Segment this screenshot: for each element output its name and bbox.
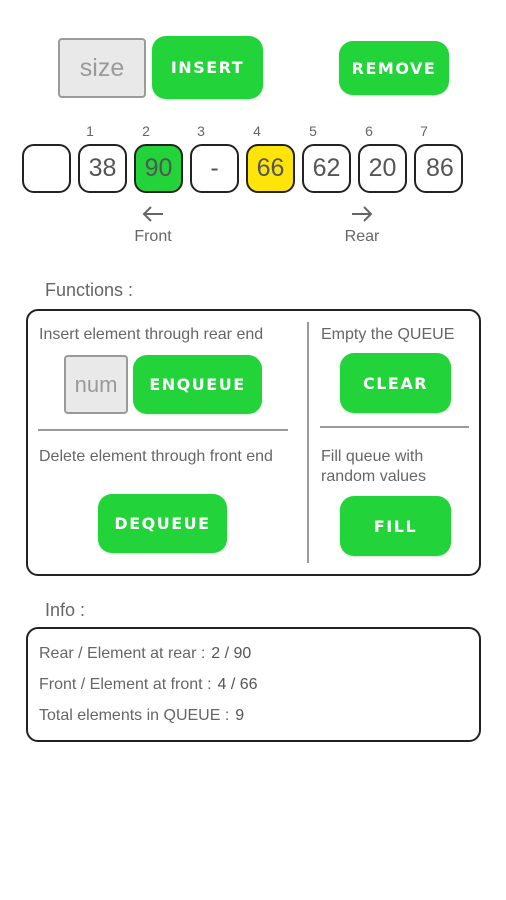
info-heading: Info : [45, 600, 86, 620]
info-front-value: 4 / 66 [217, 676, 258, 693]
empty-description: Empty the QUEUE [321, 326, 455, 343]
right-divider [320, 426, 469, 428]
queue-index-4: 4 [253, 123, 261, 139]
queue-index-3: 3 [197, 123, 205, 139]
arrow-left-icon [142, 206, 163, 222]
dequeue-button[interactable]: DEQUEUE [98, 494, 227, 553]
queue-cell-4-front: 66 [246, 144, 295, 193]
rear-label: Rear [344, 228, 380, 245]
left-divider [38, 429, 288, 431]
info-total-value: 9 [235, 707, 245, 724]
info-total-label: Total elements in QUEUE : [39, 707, 230, 724]
queue-cell-7: 86 [414, 144, 463, 193]
size-input[interactable]: size [58, 38, 146, 98]
info-rear-value: 2 / 90 [211, 645, 252, 662]
vertical-divider [307, 322, 309, 563]
queue-cell-2-rear: 90 [134, 144, 183, 193]
queue-index-6: 6 [365, 123, 373, 139]
info-rear-row: Rear / Element at rear : 2 / 90 [39, 645, 251, 663]
queue-cell-partial [22, 144, 71, 193]
fill-button[interactable]: FILL [340, 496, 451, 556]
remove-button[interactable]: REMOVE [339, 41, 449, 95]
front-label: Front [134, 228, 172, 245]
queue-index-5: 5 [309, 123, 317, 139]
queue-cell-1: 38 [78, 144, 127, 193]
queue-cell-3: - [190, 144, 239, 193]
info-total-row: Total elements in QUEUE : 9 [39, 707, 244, 725]
functions-heading: Functions : [45, 280, 134, 300]
insert-description: Insert element through rear end [39, 326, 264, 343]
insert-button[interactable]: INSERT [152, 36, 263, 99]
queue-index-2: 2 [142, 123, 150, 139]
enqueue-button[interactable]: ENQUEUE [133, 355, 262, 414]
queue-strip: 1 2 3 4 5 6 7 38 90 - 66 62 20 86 [22, 118, 463, 198]
info-front-row: Front / Element at front : 4 / 66 [39, 676, 258, 694]
delete-description: Delete element through front end [39, 448, 273, 465]
info-front-label: Front / Element at front : [39, 676, 212, 693]
num-input[interactable]: num [64, 355, 128, 414]
queue-cell-5: 62 [302, 144, 351, 193]
arrow-right-icon [352, 206, 373, 222]
queue-cell-6: 20 [358, 144, 407, 193]
info-rear-label: Rear / Element at rear : [39, 645, 206, 662]
queue-index-7: 7 [420, 123, 428, 139]
queue-index-1: 1 [86, 123, 94, 139]
info-panel [26, 627, 481, 742]
clear-button[interactable]: CLEAR [340, 353, 451, 413]
fill-description: Fill queue with random values [321, 448, 426, 485]
